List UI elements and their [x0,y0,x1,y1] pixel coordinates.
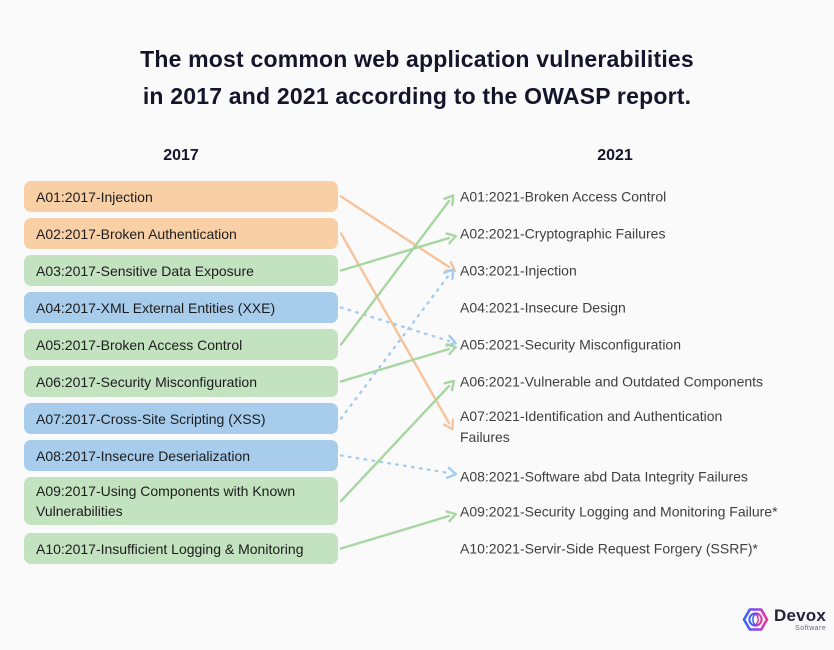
devox-logo: Devox Software [742,606,826,633]
vuln-2017-a09: A09:2017-Using Components with Known Vul… [24,477,338,525]
vuln-2021-a07: A07:2021-Identification and Authenticati… [460,408,723,445]
vuln-2021-a04: A04:2021-Insecure Design [460,299,626,316]
devox-logo-name: Devox [773,606,826,625]
vuln-2017-a10: A10:2017-Insufficient Logging & Monitori… [24,533,338,564]
arrow-a06-2017-to-a05-2021 [339,343,457,383]
page-title: The most common web application vulnerab… [0,41,834,115]
arrow-a01-2017-to-a03-2021 [339,195,457,273]
arrow-a10-2017-to-a09-2021 [339,510,457,550]
devox-logo-icon [742,608,769,631]
arrow-a04-2017-to-a05-2021 [339,306,457,347]
vuln-2021-a09: A09:2021-Security Logging and Monitoring… [460,503,778,520]
devox-logo-subtitle: Software [795,625,826,632]
vuln-2021-a10: A10:2021-Servir-Side Request Forgery (SS… [460,540,759,557]
arrow-a08-2017-to-a08-2021 [339,454,458,479]
arrow-a03-2017-to-a02-2021 [339,232,457,272]
vuln-2021-a03: A03:2021-Injection [460,262,577,279]
vuln-2017-a04: A04:2017-XML External Entities (XXE) [24,292,338,323]
arrow-a09-2017-to-a06-2021 [339,379,455,503]
vuln-2017-a02: A02:2017-Broken Authentication [24,218,338,249]
vuln-2017-a01: A01:2017-Injection [24,181,338,212]
vuln-2021-a06: A06:2021-Vulnerable and Outdated Compone… [460,373,764,390]
column-header-2017: 2017 [163,147,199,164]
vuln-2021-a05: A05:2021-Security Misconfiguration [460,336,682,353]
arrow-a02-2017-to-a07-2021 [339,232,455,431]
vuln-2021-a01: A01:2021-Broken Access Control [460,188,667,205]
page-title-line1: The most common web application vulnerab… [140,46,694,72]
vuln-2017-a08: A08:2017-Insecure Deserialization [24,440,338,471]
vuln-2021-a08: A08:2021-Software abd Data Integrity Fai… [460,468,748,485]
vuln-2017-a06: A06:2017-Security Misconfiguration [24,366,338,397]
vuln-2017-a03: A03:2017-Sensitive Data Exposure [24,255,338,286]
column-header-2021: 2021 [597,147,633,164]
vuln-2017-a07: A07:2017-Cross-Site Scripting (XSS) [24,403,338,434]
devox-logo-text: Devox Software [774,607,826,632]
arrow-a05-2017-to-a01-2021 [339,194,455,346]
vuln-2021-a02: A02:2021-Cryptographic Failures [460,225,666,242]
arrow-a07-2017-to-a03-2021 [339,268,455,420]
vuln-2017-a05: A05:2017-Broken Access Control [24,329,338,360]
page-title-line2: in 2017 and 2021 according to the OWASP … [142,83,692,109]
